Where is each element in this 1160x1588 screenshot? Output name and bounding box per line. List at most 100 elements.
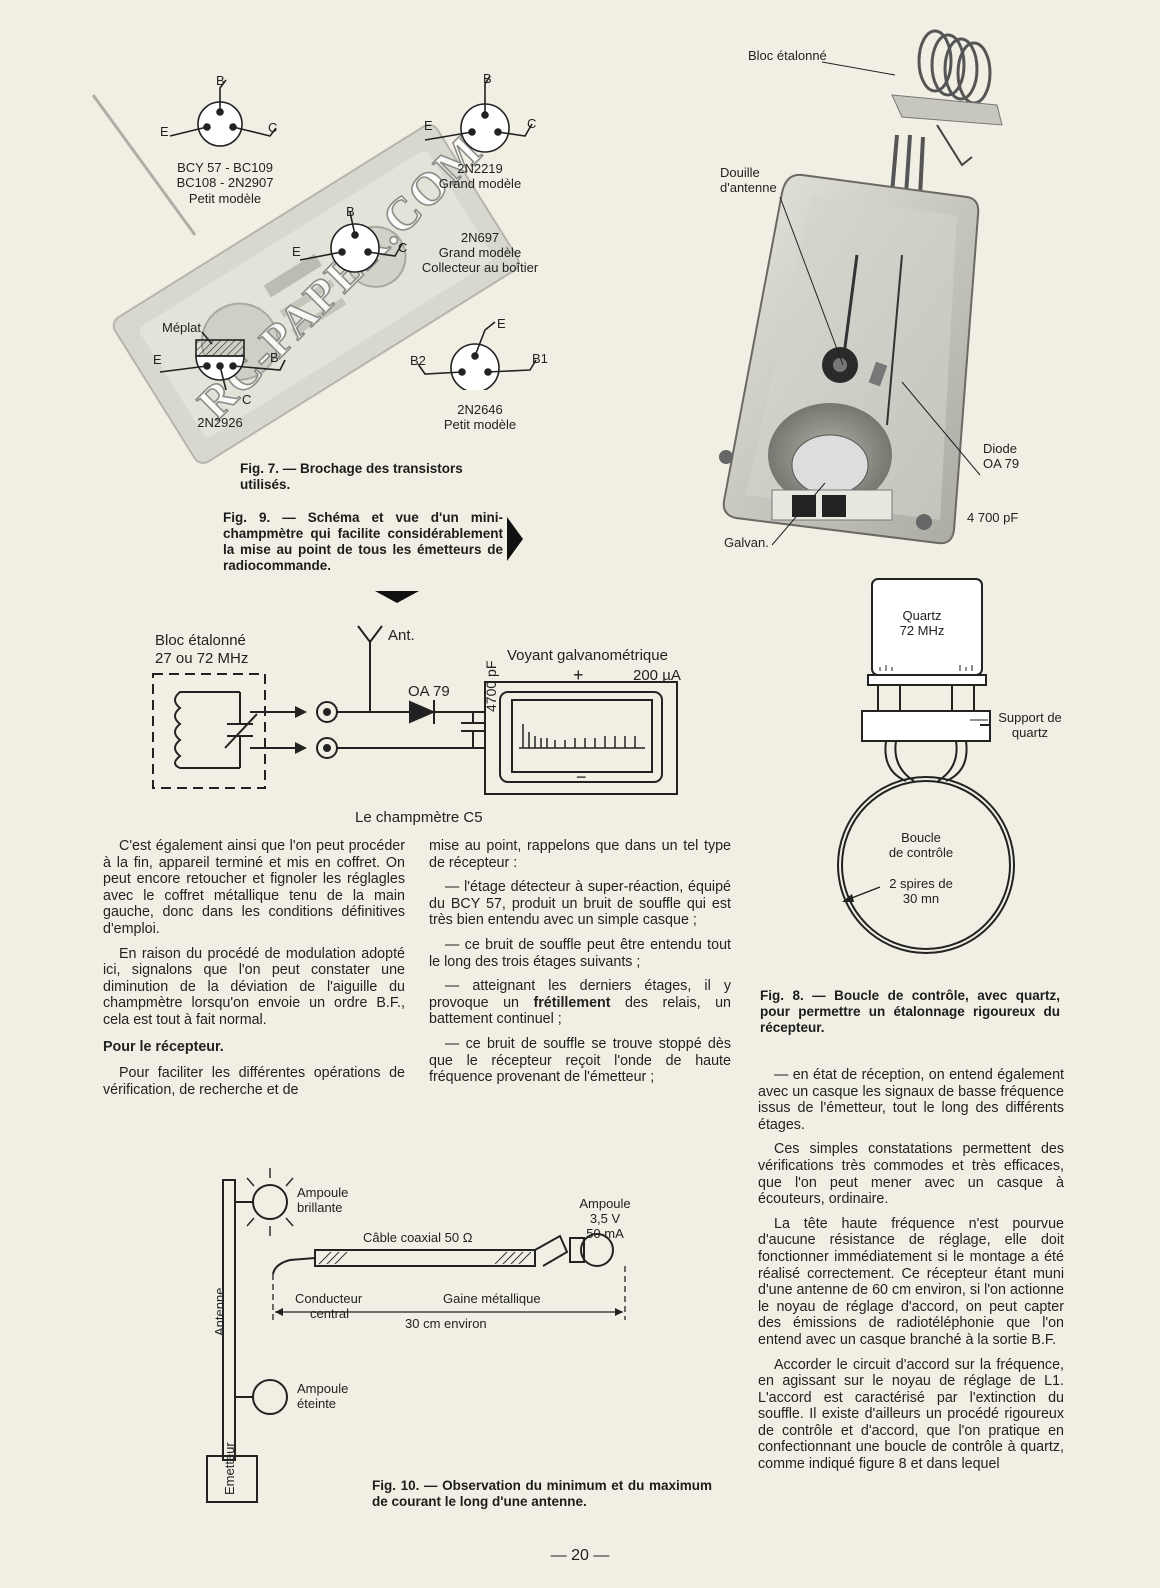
- schematic-capacitor-label: 4700 pF: [483, 660, 499, 712]
- loop-label: Boucle: [901, 830, 941, 845]
- leader-line: [970, 719, 988, 721]
- schematic-plus-label: +: [573, 665, 584, 685]
- transistor-model-label: BCY 57 - BC109: [177, 160, 273, 175]
- paragraph: — l'étage détecteur à super-réaction, éq…: [429, 879, 731, 929]
- champmetre-schematic: [152, 625, 678, 795]
- quartz-freq-label: 72 MHz: [899, 623, 945, 638]
- schematic-minus-label: −: [576, 767, 587, 787]
- paragraph: — ce bruit de souffle peut être entendu …: [429, 936, 731, 970]
- loop-label: de contrôle: [888, 845, 954, 860]
- off-bulb-label: éteinte: [297, 1396, 337, 1411]
- transmitter-label: Emetteur: [222, 1442, 237, 1495]
- transistor-size-label: Grand modèle: [438, 176, 522, 191]
- schematic-title: Le champmètre C5: [355, 809, 483, 826]
- schematic-current-label: 200 µA: [633, 667, 681, 684]
- section-heading: Pour le récepteur.: [103, 1038, 224, 1055]
- transistor-pinouts: [159, 75, 537, 390]
- leader-line: [779, 196, 844, 366]
- turns-label: 2 spires de: [889, 876, 953, 891]
- quartz-label: Quartz: [902, 608, 942, 623]
- photo-galvan-label: Galvan.: [724, 535, 769, 550]
- pin-e-label: E: [497, 316, 506, 331]
- pin-c-label: C: [242, 392, 252, 407]
- bright-bulb-label: brillante: [297, 1200, 343, 1215]
- text-run: des relais, un battement continuel ;: [429, 994, 731, 1028]
- arrow-right-icon: [507, 517, 523, 561]
- photo-capacitor-label: 4 700 pF: [967, 510, 1019, 525]
- pin-c-label: C: [398, 240, 408, 255]
- paragraph: Ces simples constatations permettent des…: [758, 1141, 1064, 1208]
- pin-b1-label: B1: [532, 351, 548, 366]
- paragraph: En raison du procédé de modulation adopt…: [103, 945, 405, 1028]
- off-bulb-label: Ampoule: [297, 1381, 349, 1396]
- schematic-bloc-freq: 27 ou 72 MHz: [155, 650, 249, 667]
- schematic-bloc-label: Bloc étalonné: [155, 632, 246, 649]
- leader-line: [771, 482, 826, 546]
- pin-b-label: B: [483, 71, 492, 86]
- leader-line: [821, 61, 896, 76]
- paragraph: C'est également ainsi que l'on peut proc…: [103, 838, 405, 937]
- page-number: — 20 —: [550, 1547, 610, 1564]
- pin-e-label: E: [160, 124, 169, 139]
- conductor-label: Conducteur: [295, 1291, 363, 1306]
- paragraph: — en état de réception, on entend égalem…: [758, 1067, 1064, 1133]
- paragraph: La tête haute fréquence n'est pourvue d'…: [758, 1215, 1064, 1348]
- transistor-model-label: 2N2926: [197, 415, 243, 430]
- antenna-label: Antenne: [212, 1287, 227, 1336]
- transistor-model-label: 2N2646: [457, 402, 503, 417]
- schematic-diode-label: OA 79: [408, 683, 450, 700]
- fig8-caption: Fig. 8. — Boucle de contrôle, avec quart…: [760, 988, 1060, 1035]
- transistor-size-label: Petit modèle: [443, 417, 517, 432]
- antenna-current-diagram: [206, 1168, 626, 1503]
- shield-label: Gaine métallique: [443, 1291, 541, 1306]
- pin-b-label: B: [270, 350, 279, 365]
- bulb-spec-label: Ampoule: [579, 1196, 631, 1211]
- photo-douille-label: d'antenne: [720, 180, 777, 195]
- text-column-2: mise au point, rappelons que dans un tel…: [429, 838, 731, 1094]
- transistor-model-label: 2N2219: [457, 161, 503, 176]
- pin-e-label: E: [292, 244, 301, 259]
- text-column-3: — en état de réception, on entend égalem…: [758, 1067, 1064, 1481]
- pin-b2-label: B2: [410, 353, 426, 368]
- quartz-loop-drawing: [837, 578, 1015, 954]
- pin-b-label: B: [216, 73, 225, 88]
- conductor-label: central: [310, 1306, 350, 1321]
- photo-douille-label: Douille: [720, 165, 760, 180]
- pin-e-label: E: [424, 118, 433, 133]
- pin-e-label: E: [153, 352, 162, 367]
- text-column-1: C'est également ainsi que l'on peut proc…: [103, 838, 405, 1106]
- support-label: Support de: [998, 710, 1062, 725]
- turns-label: 30 mn: [902, 891, 940, 906]
- schematic-meter-label: Voyant galvanométrique: [507, 647, 668, 664]
- pin-b-label: B: [346, 204, 355, 219]
- schematic-antenna-label: Ant.: [388, 627, 415, 644]
- emphasis: frétillement: [533, 994, 611, 1011]
- paragraph: Pour faciliter les différentes opération…: [103, 1065, 405, 1098]
- leader-line: [901, 381, 981, 476]
- paragraph: Accorder le circuit d'accord sur la fréq…: [758, 1356, 1064, 1473]
- bulb-spec-label: 50 mA: [586, 1226, 624, 1241]
- pin-c-label: C: [268, 120, 278, 135]
- length-label: 30 cm environ: [405, 1316, 487, 1331]
- transistor-size-label: Petit modèle: [188, 191, 262, 206]
- text-run: — atteignant les derniers étages, il y p…: [429, 978, 731, 1011]
- paragraph: mise au point, rappelons que dans un tel…: [429, 838, 731, 871]
- fig10-caption: Fig. 10. — Observation du minimum et du …: [372, 1478, 712, 1509]
- paragraph: — atteignant les derniers étages, il y p…: [429, 978, 731, 1028]
- photo-diode-label: Diode: [983, 441, 1017, 456]
- support-label: quartz: [1011, 725, 1049, 740]
- transistor-size-label: Grand modèle: [438, 245, 522, 260]
- pin-c-label: C: [527, 116, 537, 131]
- transistor-note-label: Collecteur au boîtier: [421, 260, 539, 275]
- transistor-model-label: BC108 - 2N2907: [176, 175, 274, 190]
- photo-bloc-label: Bloc étalonné: [748, 48, 827, 63]
- flat-side-label: Méplat: [162, 320, 202, 335]
- coax-cable-label: Câble coaxial 50 Ω: [363, 1230, 473, 1245]
- transistor-model-label: 2N697: [460, 230, 500, 245]
- fig9-caption: Fig. 9. — Schéma et vue d'un mini-champm…: [223, 510, 503, 573]
- arrow-down-icon: [375, 591, 419, 603]
- champmetre-photo: [719, 29, 1003, 545]
- bulb-spec-label: 3,5 V: [589, 1211, 621, 1226]
- fig7-caption: Fig. 7. — Brochage des transistors utili…: [240, 461, 463, 492]
- bright-bulb-label: Ampoule: [297, 1185, 349, 1200]
